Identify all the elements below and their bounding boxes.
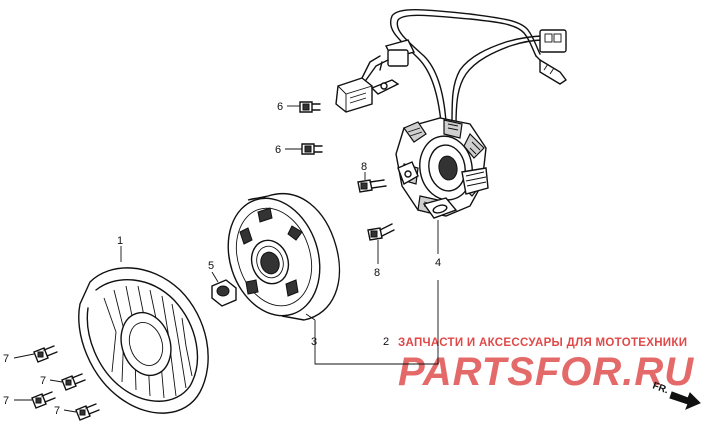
bolt-7-d-icon (75, 403, 100, 421)
cooling-fan (78, 267, 209, 414)
callout-6-upper: 6 (277, 101, 283, 113)
callout-7-d: 7 (54, 405, 60, 417)
callout-8-lower: 8 (374, 267, 380, 279)
bolt-7-c-icon (31, 391, 56, 409)
watermark-subtitle: ЗАПЧАСТИ И АКСЕССУАРЫ ДЛЯ МОТОТЕХНИКИ (398, 337, 687, 349)
harness-connector-icon (539, 29, 567, 53)
bolt-6-lower-icon (301, 143, 323, 155)
bolt-8-upper-icon (357, 179, 387, 193)
callout-5: 5 (208, 260, 214, 272)
bolt-8-lower-icon (367, 223, 395, 241)
bolt-7-b-icon (61, 373, 86, 391)
bullet-terminal-icon (535, 55, 568, 85)
bolt-7-a-icon (33, 345, 58, 363)
wire-harness (379, 9, 568, 127)
callout-6-lower: 6 (275, 144, 281, 156)
leader-lines (13, 105, 439, 413)
flywheel (227, 193, 341, 321)
pulse-generator (335, 55, 400, 113)
flywheel-nut (211, 279, 237, 307)
stator (395, 117, 489, 219)
callout-8-upper: 8 (361, 161, 367, 173)
callout-4: 4 (435, 257, 441, 269)
callout-7-c: 7 (3, 395, 9, 407)
callout-3: 3 (311, 336, 317, 348)
watermark-brand: PARTSFOR.RU (398, 350, 694, 394)
bolt-6-upper-icon (299, 101, 321, 113)
callout-7-a: 7 (3, 353, 9, 365)
direction-arrow-icon (669, 391, 701, 410)
callout-7-b: 7 (40, 375, 46, 387)
watermark: ЗАПЧАСТИ И АКСЕССУАРЫ ДЛЯ МОТОТЕХНИКИ PA… (398, 337, 694, 394)
front-direction-label: FR. (651, 380, 670, 396)
harness-clamp-icon (379, 39, 416, 71)
callout-1: 1 (117, 235, 123, 247)
callout-numbers: 1 2 3 4 5 6 6 7 7 7 7 8 8 (3, 101, 441, 417)
callout-2: 2 (383, 336, 389, 348)
front-direction-indicator: FR. (651, 380, 701, 410)
